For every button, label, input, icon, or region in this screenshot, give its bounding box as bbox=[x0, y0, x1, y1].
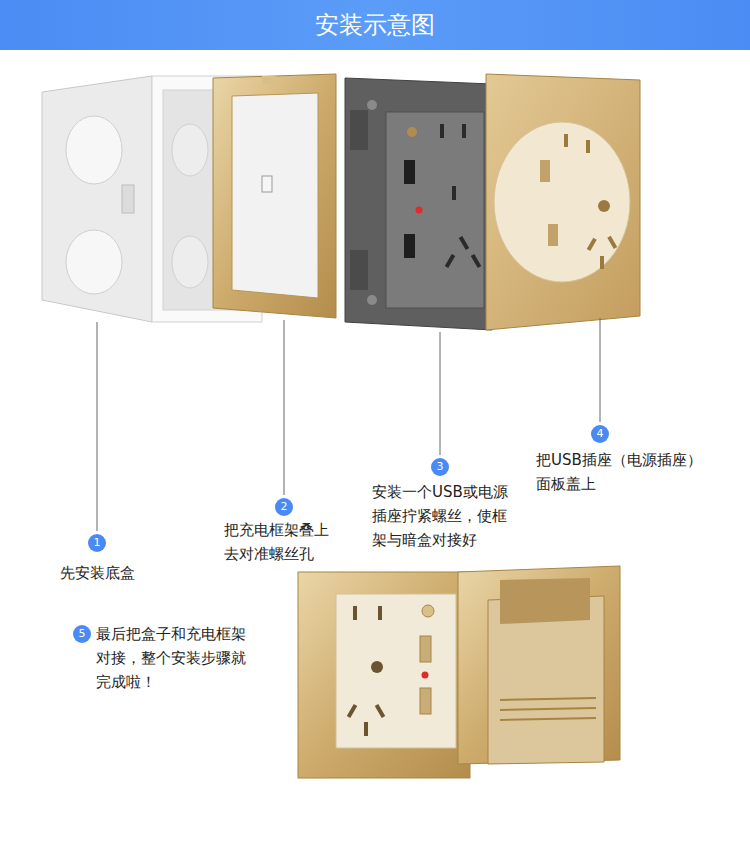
face-plate bbox=[486, 74, 640, 330]
back-box bbox=[122, 185, 134, 213]
socket-module bbox=[462, 124, 466, 138]
back-box bbox=[172, 236, 208, 288]
phone-holder bbox=[500, 578, 590, 624]
callout-badge: 5 bbox=[73, 625, 91, 643]
callout-number: 5 bbox=[73, 625, 91, 643]
assembled-socket bbox=[347, 704, 357, 718]
socket-module bbox=[350, 110, 368, 150]
back-box bbox=[172, 124, 208, 176]
callout-circle bbox=[591, 425, 609, 443]
callout-number: 2 bbox=[275, 498, 293, 516]
title-banner bbox=[0, 0, 750, 50]
callout-badge: 3 bbox=[431, 458, 449, 476]
socket-module bbox=[471, 254, 481, 268]
assembled-socket bbox=[298, 572, 470, 778]
assembled-socket bbox=[371, 661, 383, 673]
callout-circle bbox=[88, 534, 106, 552]
step-text: 把USB插座（电源插座） 面板盖上 bbox=[536, 448, 706, 496]
phone-holder bbox=[500, 698, 596, 700]
socket-module bbox=[452, 186, 456, 200]
socket-module bbox=[404, 234, 415, 258]
socket-module bbox=[407, 127, 417, 137]
assembled-socket bbox=[422, 605, 434, 617]
title-banner bbox=[0, 0, 750, 50]
page-title: 安装示意图 bbox=[0, 9, 750, 41]
callout-badge: 1 bbox=[88, 534, 106, 552]
callout-circle bbox=[73, 625, 91, 643]
callout-number: 4 bbox=[591, 425, 609, 443]
face-plate bbox=[548, 224, 558, 246]
back-box bbox=[66, 230, 122, 294]
back-box bbox=[42, 76, 152, 322]
socket-module bbox=[386, 112, 484, 308]
callout-badge: 4 bbox=[591, 425, 609, 443]
leader-line bbox=[284, 320, 285, 495]
phone-holder bbox=[458, 566, 620, 764]
callout-number: 1 bbox=[88, 534, 106, 552]
assembled-socket bbox=[420, 688, 431, 714]
assembled-socket bbox=[420, 636, 431, 662]
socket-module bbox=[440, 124, 444, 138]
assembled-socket bbox=[353, 606, 357, 620]
step-text: 最后把盒子和充电框架 对接，整个安装步骤就 完成啦！ bbox=[96, 622, 250, 694]
socket-module bbox=[345, 78, 492, 330]
leader-line bbox=[600, 318, 601, 422]
leader-line bbox=[97, 318, 600, 531]
assembled-socket bbox=[375, 704, 385, 718]
socket-module bbox=[416, 207, 423, 214]
face-plate bbox=[598, 200, 610, 212]
gold-frame bbox=[232, 93, 318, 298]
callout-number: 3 bbox=[431, 458, 449, 476]
gold-frame bbox=[262, 76, 276, 84]
leader-line bbox=[440, 332, 441, 455]
socket-module bbox=[367, 100, 377, 110]
step-text: 先安装底盒 bbox=[60, 561, 139, 585]
phone-holder bbox=[500, 708, 596, 710]
face-plate bbox=[564, 134, 568, 147]
face-plate bbox=[587, 238, 597, 251]
assembled-socket bbox=[378, 606, 382, 620]
back-box bbox=[66, 116, 122, 184]
callout-badge: 2 bbox=[275, 498, 293, 516]
socket-module bbox=[404, 160, 415, 184]
socket-module bbox=[445, 254, 455, 268]
socket-module bbox=[350, 250, 368, 290]
callout-circle bbox=[431, 458, 449, 476]
gold-frame bbox=[262, 176, 272, 192]
phone-holder bbox=[500, 718, 596, 720]
socket-module bbox=[345, 78, 492, 330]
phone-holder bbox=[458, 566, 620, 764]
step-text: 把充电框架叠上 去对准螺丝孔 bbox=[224, 518, 333, 566]
callout-circle bbox=[275, 498, 293, 516]
step-text: 安装一个USB或电源 插座拧紧螺丝，使框 架与暗盒对接好 bbox=[372, 480, 512, 552]
face-plate bbox=[486, 74, 640, 330]
face-plate bbox=[586, 140, 590, 153]
socket-module bbox=[459, 236, 469, 250]
leader-line bbox=[97, 322, 98, 531]
gold-frame bbox=[213, 74, 336, 318]
assembled-socket bbox=[364, 722, 368, 736]
gold-frame bbox=[213, 74, 336, 318]
assembled-socket bbox=[298, 572, 470, 778]
face-plate bbox=[607, 236, 617, 249]
assembled-socket bbox=[336, 594, 456, 748]
assembled-socket bbox=[422, 672, 429, 679]
face-plate bbox=[600, 256, 604, 269]
socket-module bbox=[367, 295, 377, 305]
face-plate bbox=[494, 122, 630, 282]
face-plate bbox=[540, 160, 550, 182]
